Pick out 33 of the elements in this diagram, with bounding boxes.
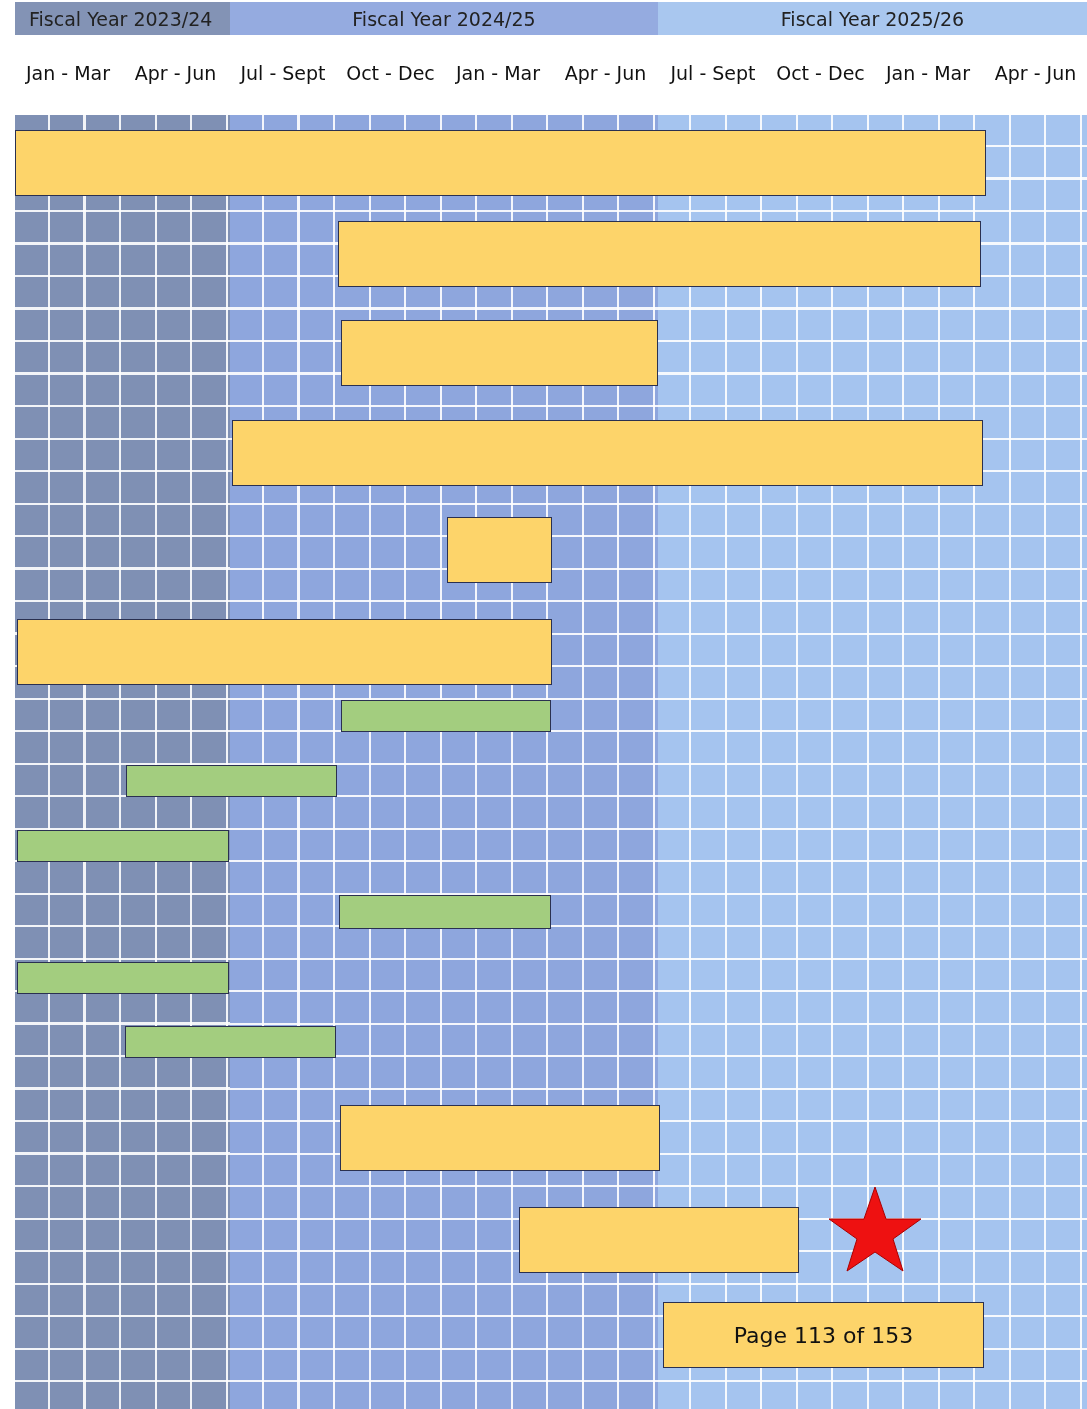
quarter-label: Apr - Jun <box>563 62 648 84</box>
quarter-label: Oct - Dec <box>775 62 866 84</box>
timeline-bar <box>17 619 552 685</box>
fiscal-year-heading: Fiscal Year 2023/24 <box>29 7 213 30</box>
timeline-bar <box>126 765 337 797</box>
quarter-label: Apr - Jun <box>133 62 218 84</box>
quarter-label: Jan - Mar <box>24 62 112 84</box>
quarter-label: Apr - Jun <box>993 62 1078 84</box>
page-number: Page 113 of 153 <box>733 1322 914 1348</box>
timeline-bar <box>341 320 658 386</box>
timeline-bar <box>125 1026 336 1058</box>
timeline-bar <box>17 962 229 994</box>
fiscal-year-heading: Fiscal Year 2025/26 <box>780 7 965 30</box>
star-icon <box>828 1186 922 1272</box>
fiscal-year-band <box>658 2 1087 35</box>
timeline-bar <box>340 1105 660 1171</box>
quarter-label: Jan - Mar <box>454 62 542 84</box>
quarter-label: Jul - Sept <box>238 62 327 84</box>
timeline-bar <box>519 1207 799 1273</box>
timeline-bar <box>447 517 552 583</box>
fiscal-year-band <box>15 2 230 35</box>
quarter-label: Oct - Dec <box>345 62 436 84</box>
timeline-bar <box>341 700 551 732</box>
timeline-bar <box>232 420 983 486</box>
fiscal-year-heading: Fiscal Year 2024/25 <box>352 7 536 30</box>
quarter-label: Jan - Mar <box>884 62 972 84</box>
fiscal-year-band <box>230 2 658 35</box>
timeline-bar <box>663 1302 984 1368</box>
timeline-bar <box>338 221 981 287</box>
timeline-bar <box>339 895 551 929</box>
quarter-label: Jul - Sept <box>668 62 757 84</box>
timeline-bar <box>15 130 986 196</box>
timeline-bar <box>17 830 229 862</box>
